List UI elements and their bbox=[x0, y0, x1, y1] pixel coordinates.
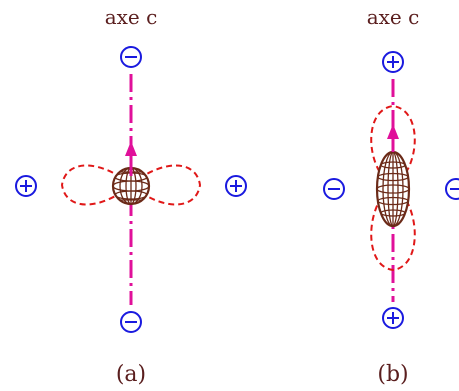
charge-left-b bbox=[324, 179, 344, 199]
caption-a: (a) bbox=[116, 362, 146, 387]
caption-b: (b) bbox=[377, 362, 408, 387]
nucleus-ellipsoid-b bbox=[377, 152, 409, 226]
charge-left-a bbox=[16, 176, 36, 196]
panel-b: axe c bbox=[324, 5, 459, 387]
panel-a: axe c bbox=[16, 5, 246, 387]
charge-right-a bbox=[226, 176, 246, 196]
charge-right-b bbox=[446, 179, 459, 199]
charge-bottom-a bbox=[121, 312, 141, 332]
spin-arrow-b bbox=[387, 124, 399, 152]
charge-top-b bbox=[383, 52, 403, 72]
axis-label-b: axe c bbox=[367, 5, 420, 29]
axis-label-a: axe c bbox=[105, 5, 158, 29]
charge-bottom-b bbox=[383, 308, 403, 328]
charge-top-a bbox=[121, 47, 141, 67]
